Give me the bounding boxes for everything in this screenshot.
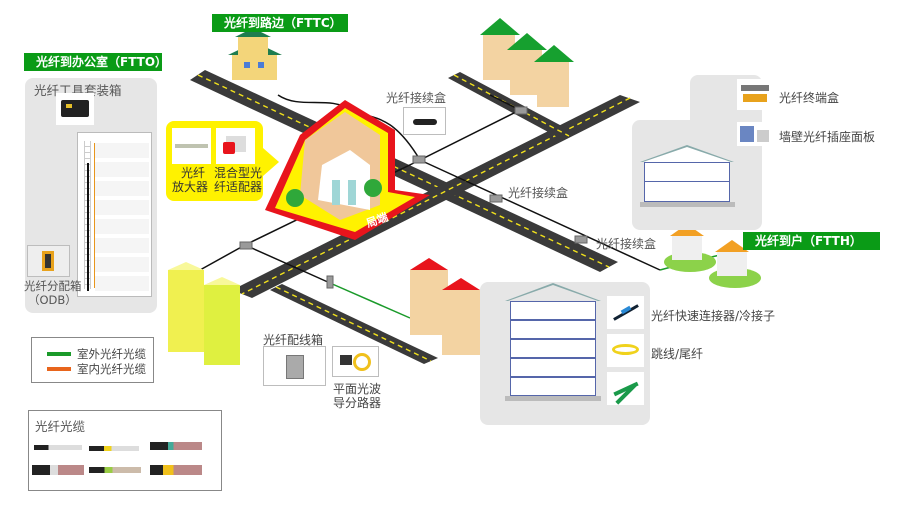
green-roof-apartments	[480, 18, 574, 107]
odb-label-line2: （ODB）	[28, 293, 77, 307]
splice-box-label-right: 光纤接续盒	[596, 237, 657, 251]
splice-box-thumb	[403, 107, 446, 135]
adapter-thumb	[216, 128, 255, 164]
odb-thumb	[27, 245, 70, 277]
toolkit-label: 光纤工具套装箱	[34, 83, 122, 98]
cable-samples-title: 光纤光缆	[35, 419, 86, 434]
odb-label-line1: 光纤分配箱	[24, 279, 82, 293]
office-floors	[95, 143, 149, 293]
distribution-box-thumb	[263, 346, 326, 386]
amplifier-thumb	[172, 128, 211, 164]
legend-label-outdoor: 室外光纤光缆	[77, 347, 146, 361]
red-roof-apartments	[410, 258, 480, 355]
cable-sample-1	[34, 445, 82, 450]
ftto-tag: 光纤到办公室（FTTO）	[24, 53, 167, 71]
cable-sample-5	[89, 467, 141, 473]
callout-pointer	[263, 148, 279, 176]
ftth-tag: 光纤到户（FTTH）	[743, 232, 880, 250]
wall-panel-label: 墙壁光纤插座面板	[779, 130, 876, 144]
cable-sample-2	[89, 446, 139, 451]
terminal-box-thumb	[737, 79, 773, 110]
cable-sample-3	[150, 442, 202, 450]
adapter-label-line2: 纤适配器	[214, 180, 263, 194]
central-office	[265, 100, 430, 240]
legend-swatch-outdoor	[47, 352, 71, 356]
toolkit-thumb	[56, 93, 94, 125]
cable-samples-box: 光纤光缆	[28, 410, 222, 491]
amplifier-label-line1: 光纤	[181, 166, 206, 180]
splice-box-label-top: 光纤接续盒	[386, 91, 447, 105]
fttc-tag: 光纤到路边（FTTC）	[212, 14, 348, 32]
legend-label-indoor: 室内光纤光缆	[77, 362, 146, 376]
splitter-thumb	[332, 346, 379, 377]
connector-thumb	[607, 296, 644, 329]
distribution-box-label: 光纤配线箱	[263, 333, 324, 347]
connector-label: 光纤快速连接器/冷接子	[651, 309, 776, 323]
fttc-house	[228, 28, 282, 80]
splitter-label-line2: 导分路器	[333, 396, 382, 410]
ftth-houses	[664, 224, 761, 288]
roads	[190, 70, 640, 364]
apartment-building-diagram	[505, 283, 605, 408]
fiber-stripper-thumb	[607, 372, 644, 405]
wall-panel-thumb	[737, 122, 773, 146]
cable-sample-4	[32, 465, 84, 475]
splice-box-icons	[239, 106, 588, 289]
terminal-box-label: 光纤终端盒	[779, 91, 840, 105]
yellow-towers	[168, 262, 240, 365]
adapter-label-line1: 混合型光	[214, 166, 263, 180]
splice-box-label-middle: 光纤接续盒	[508, 186, 569, 200]
legend-swatch-indoor	[47, 367, 71, 371]
amplifier-label-line2: 放大器	[172, 180, 209, 194]
cable-sample-6	[150, 465, 202, 475]
jumper-label: 跳线/尾纤	[651, 347, 704, 361]
jumper-thumb	[607, 334, 644, 367]
ftth-house-diagram	[640, 145, 735, 207]
splitter-label-line1: 平面光波	[333, 382, 382, 396]
cable-legend: 室外光纤光缆 室内光纤光缆	[31, 337, 154, 383]
